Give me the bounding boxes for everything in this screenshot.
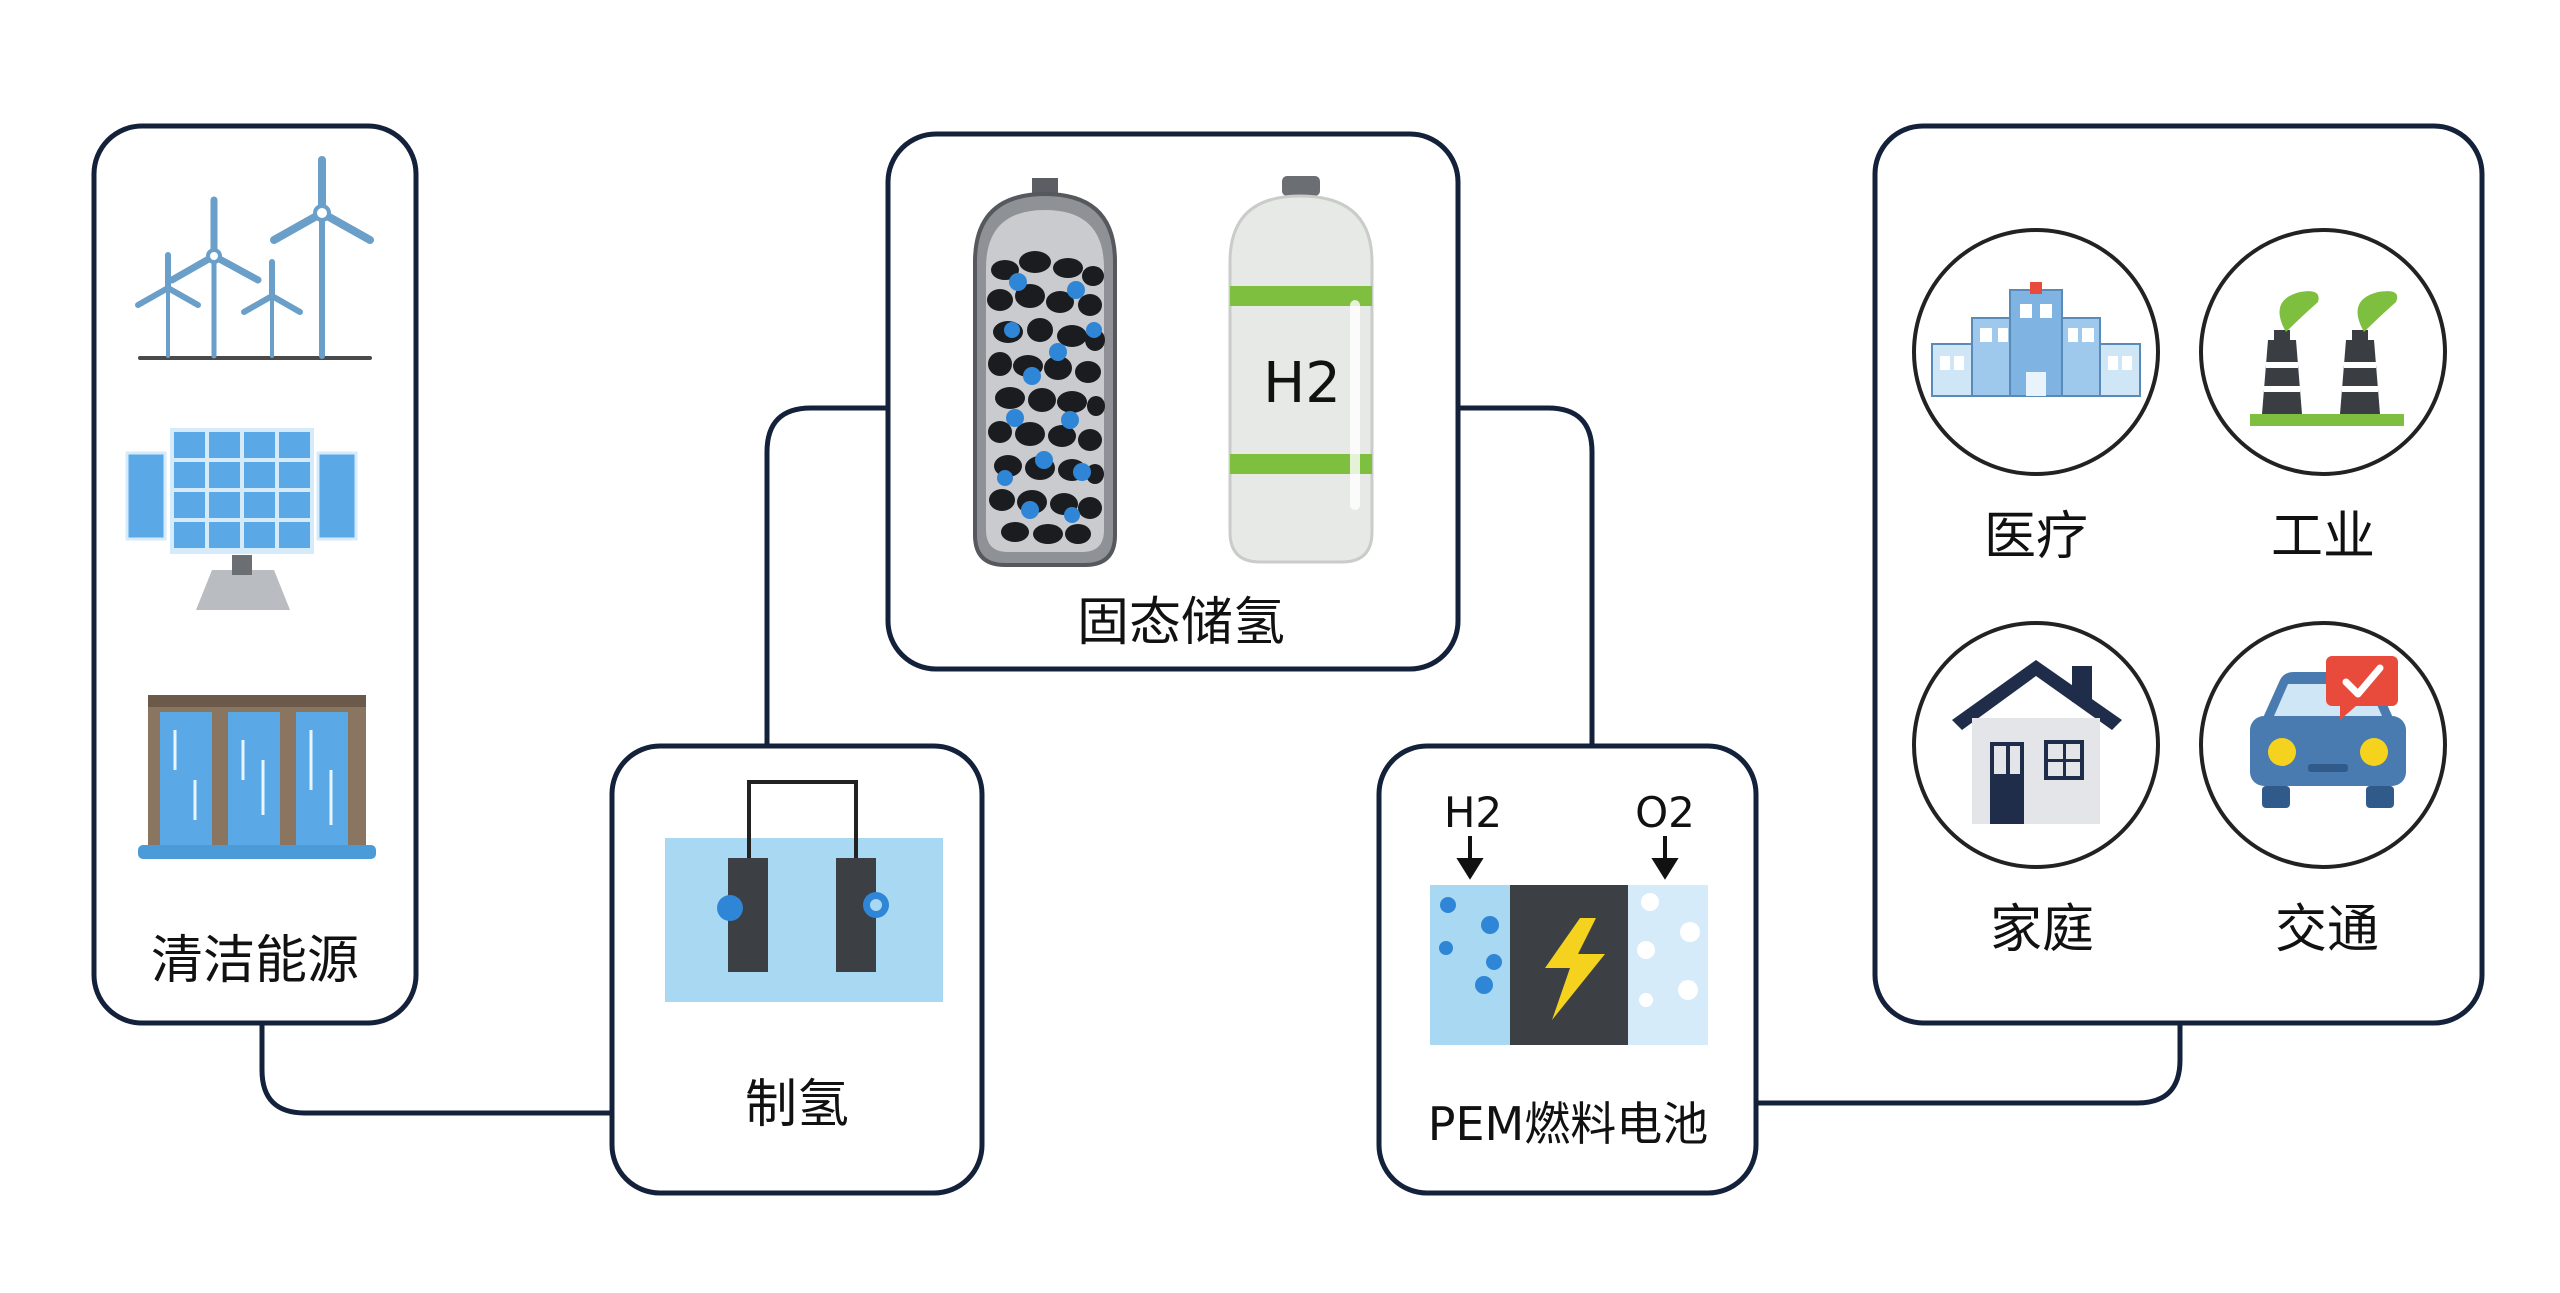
wind-turbine-icon — [135, 156, 374, 360]
hospital-icon — [1931, 282, 2141, 397]
fuel-cell-icon: H2 O2 — [1430, 788, 1708, 1045]
application-transport: 交通 — [2199, 621, 2447, 960]
lightning-bolt-icon — [1545, 918, 1605, 1020]
electrolyzer-icon — [665, 780, 943, 1002]
house-icon — [1952, 660, 2122, 824]
hydrogen-tank-icon: H2 — [1228, 176, 1374, 564]
hydrogen-input-label: H2 — [1444, 788, 1502, 837]
down-arrow-icon — [1456, 836, 1679, 880]
application-household: 家庭 — [1912, 621, 2160, 960]
hydrogen-production-label: 制氢 — [745, 1075, 849, 1135]
clean-energy-box: 清洁能源 — [91, 123, 419, 1026]
check-badge-icon — [2326, 656, 2398, 720]
oxygen-input-label: O2 — [1635, 788, 1695, 837]
application-label-transport: 交通 — [2275, 900, 2379, 960]
hydro-dam-icon — [138, 695, 376, 859]
factory-icon — [2250, 291, 2404, 426]
connectors — [259, 405, 2183, 1116]
connector-storage-to-fuelcell — [1458, 405, 1595, 746]
connector-production-to-storage — [764, 405, 888, 746]
connector-energy-to-production — [259, 1023, 612, 1116]
applications-box: 医疗 工业 — [1872, 123, 2485, 1026]
solid-storage-box: H2 固态储氢 — [885, 131, 1461, 672]
metal-hydride-canister-icon — [973, 178, 1117, 567]
car-icon — [2250, 656, 2406, 808]
application-label-industry: 工业 — [2271, 507, 2375, 567]
application-medical: 医疗 — [1912, 228, 2160, 567]
fuel-cell-label: PEM燃料电池 — [1428, 1097, 1709, 1151]
fuel-cell-box: H2 O2 PEM燃料电池 — [1376, 743, 1759, 1196]
clean-energy-label: 清洁能源 — [151, 931, 359, 991]
solid-storage-label: 固态储氢 — [1077, 593, 1285, 653]
tank-h2-label: H2 — [1263, 351, 1341, 416]
application-label-medical: 医疗 — [1984, 507, 2088, 567]
application-label-household: 家庭 — [1990, 900, 2094, 960]
hydrogen-production-box: 制氢 — [609, 743, 985, 1196]
solar-panel-icon — [125, 428, 358, 610]
application-industry: 工业 — [2199, 228, 2447, 567]
connector-fuelcell-to-applications — [1756, 1023, 2183, 1106]
